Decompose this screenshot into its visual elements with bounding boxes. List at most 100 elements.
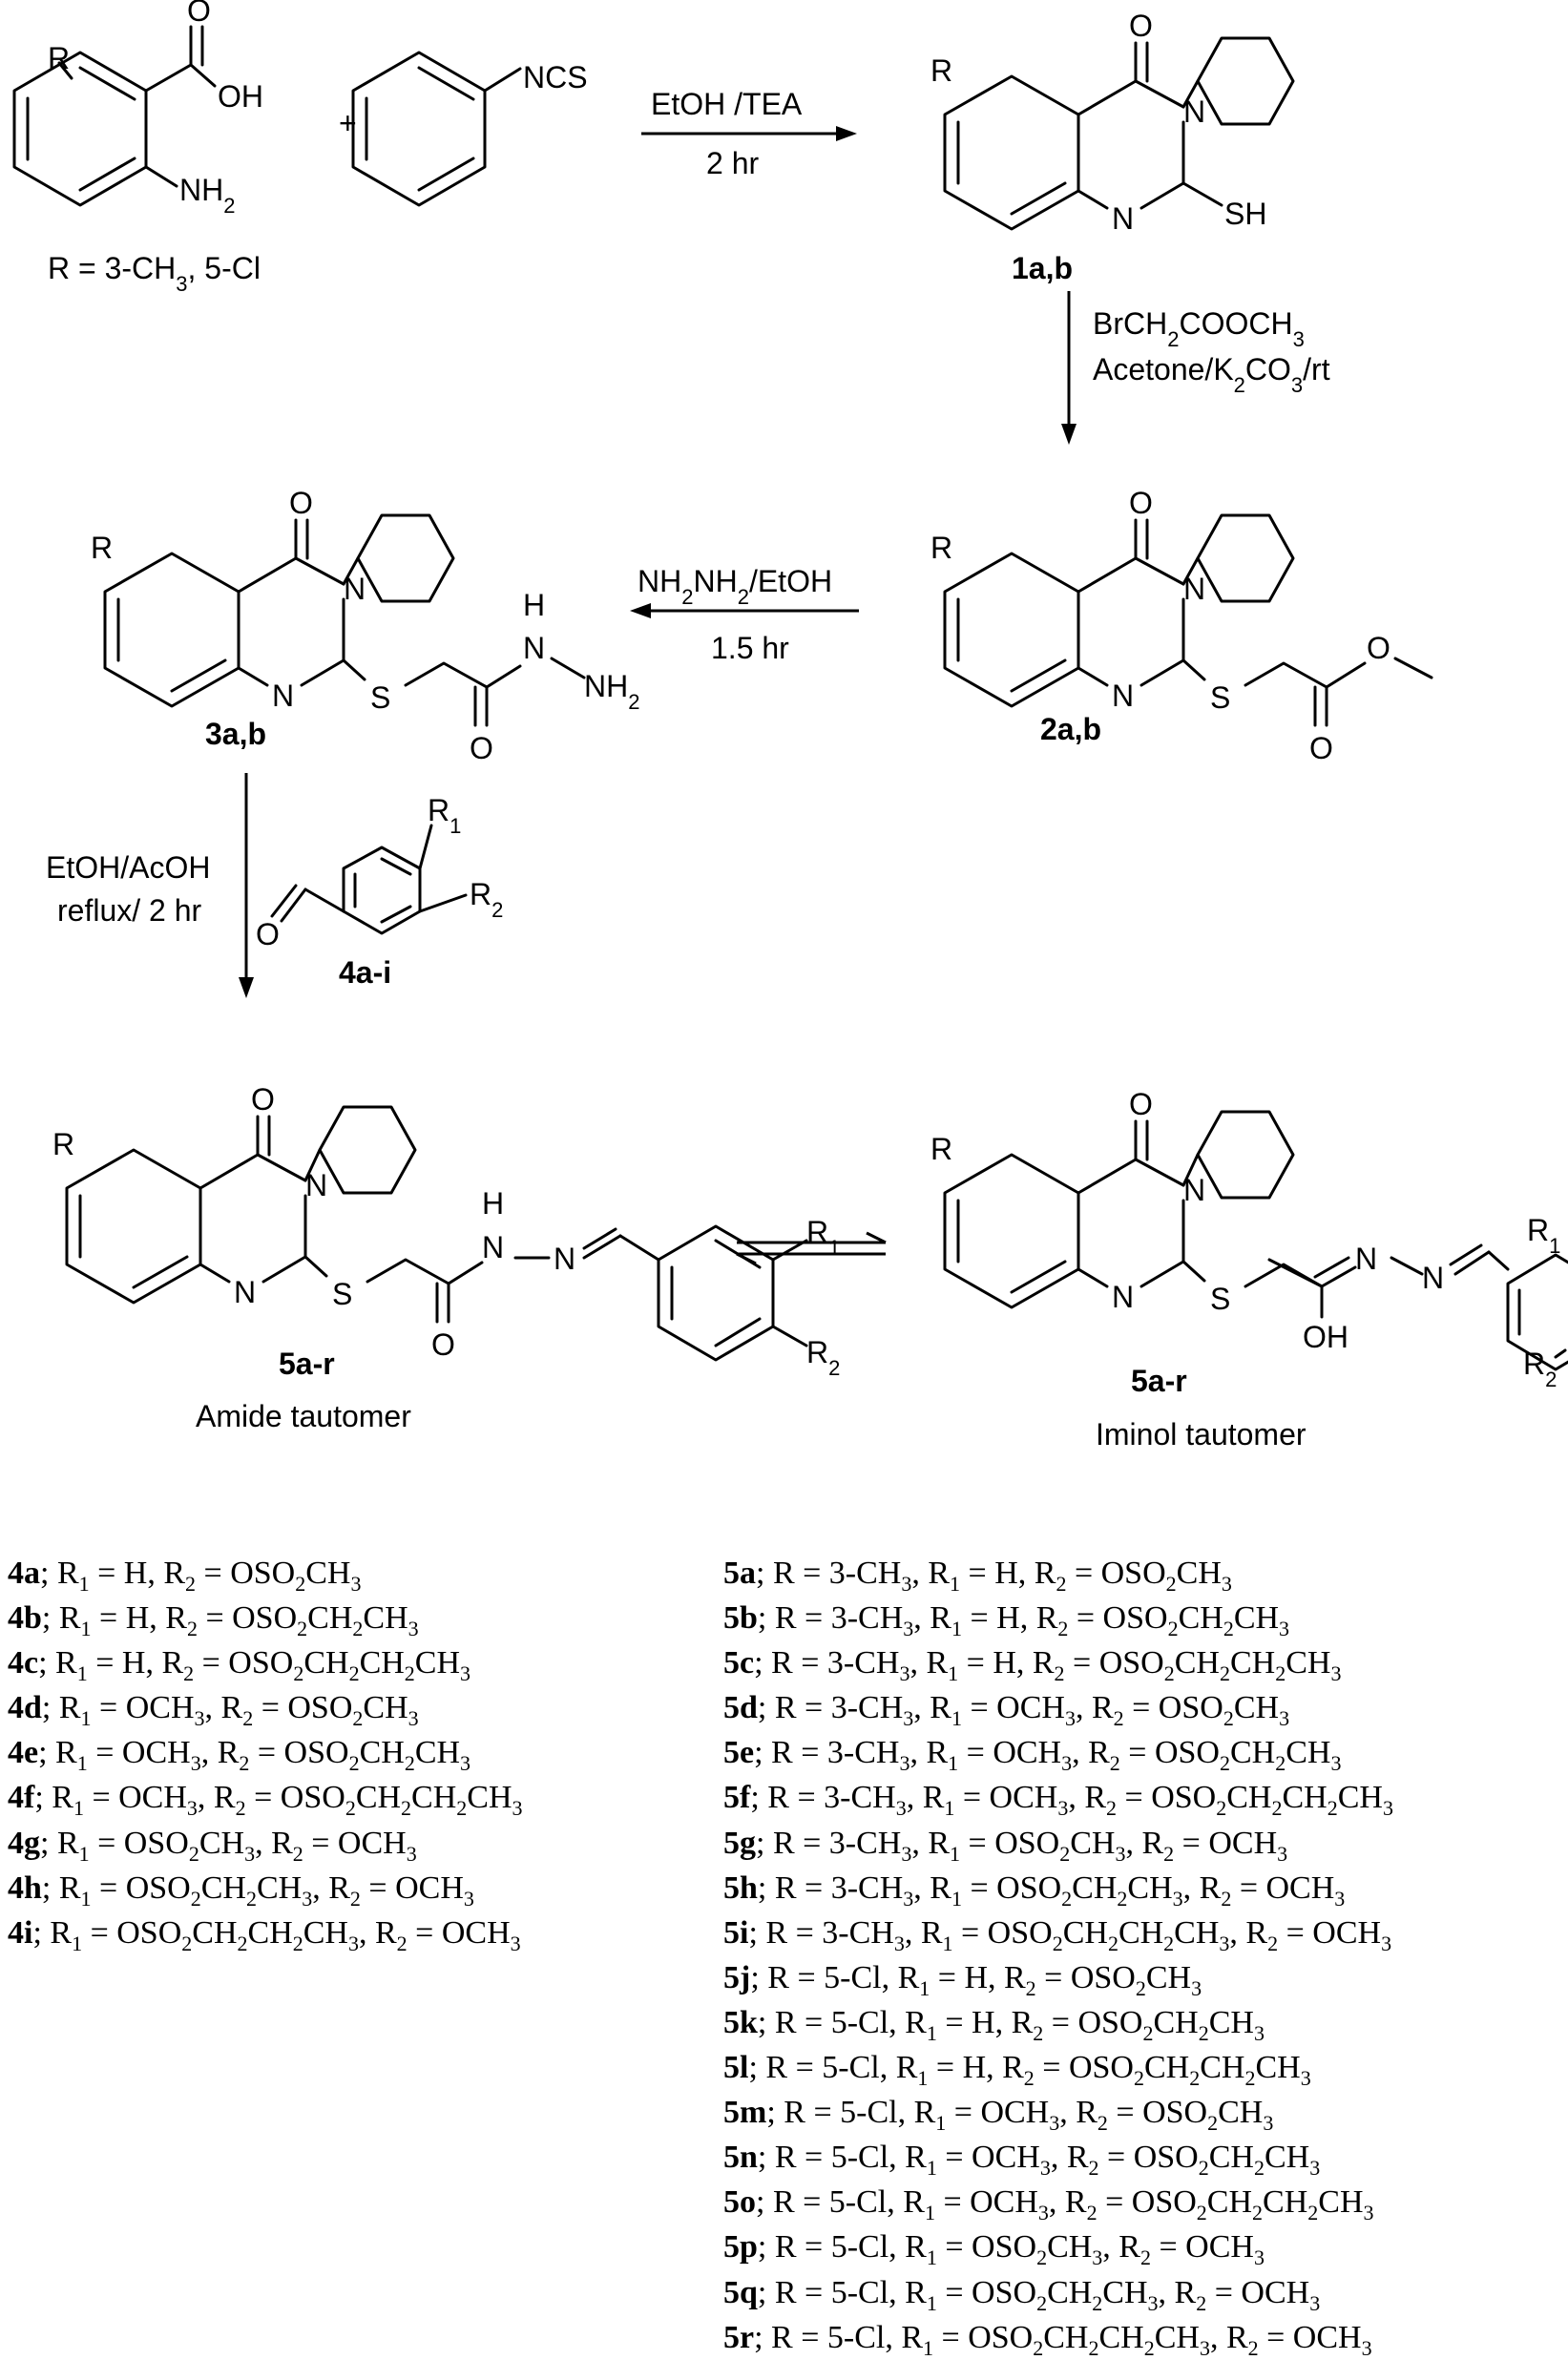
legend-row-5k: 5k; R = 5-Cl, R1 = H, R2 = OSO2CH2CH3 — [723, 2000, 1393, 2045]
legend-compound-id: 5m — [723, 2095, 767, 2131]
legend-compound-id: 4b — [8, 1600, 42, 1637]
legend-row-5o: 5o; R = 5-Cl, R1 = OCH3, R2 = OSO2CH2CH2… — [723, 2180, 1393, 2224]
legend-substituents: ; R1 = OCH3, R2 = OSO2CH3 — [41, 1690, 419, 1731]
compound5a-h-label: H — [482, 1186, 504, 1221]
legend-compound-id: 5c — [723, 1645, 755, 1681]
compound3-o-label: O — [289, 486, 313, 520]
legend-row-5n: 5n; R = 5-Cl, R1 = OCH3, R2 = OSO2CH2CH3 — [723, 2135, 1393, 2180]
phenyl-isothiocyanate-structure: NCS — [351, 51, 588, 207]
legend-row-5b: 5b; R = 3-CH3, R1 = H, R2 = OSO2CH2CH3 — [723, 1596, 1393, 1640]
legend-row-4e: 4e; R1 = OCH3, R2 = OSO2CH2CH3 — [8, 1730, 523, 1775]
legend-substituents: ; R = 3-CH3, R1 = H, R2 = OSO2CH3 — [756, 1556, 1232, 1596]
step3-reagent: NH2NH2/EtOH — [638, 564, 832, 609]
compound3-n3-label: N — [344, 572, 366, 606]
step3-time: 1.5 hr — [711, 631, 789, 665]
legend-compound-id: 4d — [8, 1690, 42, 1726]
legend-substituents: ; R = 5-Cl, R1 = OCH3, R2 = OSO2CH2CH3 — [757, 2140, 1321, 2181]
step2-arrow: BrCH2COOCH3 Acetone/K2CO3/rt — [1061, 291, 1330, 445]
hydroxyl-label: OH — [218, 79, 263, 114]
legend-row-4c: 4c; R1 = H, R2 = OSO2CH2CH2CH3 — [8, 1640, 523, 1685]
compound5i-r-label: R — [930, 1132, 952, 1166]
r-substituent-label: R — [48, 41, 70, 75]
compound2-n1-label: N — [1112, 679, 1134, 713]
compound1-r-label: R — [930, 53, 952, 88]
compound5a-caption: Amide tautomer — [196, 1399, 411, 1433]
legend-row-4h: 4h; R1 = OSO2CH2CH3, R2 = OCH3 — [8, 1866, 523, 1911]
legend-row-5h: 5h; R = 3-CH3, R1 = OSO2CH2CH3, R2 = OCH… — [723, 1866, 1393, 1911]
compound3-nh-label: N — [523, 631, 545, 665]
legend-compound-id: 5f — [723, 1780, 751, 1816]
compound5i-n3-label: N — [1183, 1173, 1205, 1207]
compound1-o-label: O — [1129, 9, 1153, 43]
legend-row-4d: 4d; R1 = OCH3, R2 = OSO2CH3 — [8, 1685, 523, 1730]
compound5a-o-label: O — [251, 1082, 275, 1117]
compound5i-s-label: S — [1210, 1282, 1230, 1316]
legend-substituents: ; R = 5-Cl, R1 = OSO2CH2CH2CH3, R2 = OCH… — [754, 2319, 1372, 2360]
legend-compound-id: 4f — [8, 1780, 35, 1816]
compound3-n1-label: N — [272, 679, 294, 713]
legend-row-4b: 4b; R1 = H, R2 = OSO2CH2CH3 — [8, 1596, 523, 1640]
compound5i-caption: Iminol tautomer — [1096, 1417, 1307, 1452]
legend-compound-id: 5h — [723, 1869, 758, 1906]
compound5i-r1-label: R1 — [1527, 1213, 1560, 1258]
compound2-ester-o-label: O — [1367, 631, 1390, 665]
legend-row-5e: 5e; R = 3-CH3, R1 = OCH3, R2 = OSO2CH2CH… — [723, 1730, 1393, 1775]
legend-substituents: ; R = 5-Cl, R1 = OCH3, R2 = OSO2CH2CH2CH… — [756, 2184, 1374, 2225]
legend-substituents: ; R1 = OSO2CH2CH2CH3, R2 = OCH3 — [32, 1914, 521, 1955]
legend-substituents: ; R1 = OCH3, R2 = OSO2CH2CH3 — [38, 1735, 471, 1776]
legend-substituents: ; R = 3-CH3, R1 = H, R2 = OSO2CH2CH3 — [757, 1600, 1290, 1640]
compound5a-imine-n-label: N — [554, 1242, 575, 1276]
legend-compound-id: 5g — [723, 1825, 756, 1861]
legend-substituents: ; R = 5-Cl, R1 = OSO2CH3, R2 = OCH3 — [757, 2229, 1265, 2270]
step4-arrow: EtOH/AcOH reflux/ 2 hr — [46, 773, 254, 998]
legend-compound-id: 5e — [723, 1735, 755, 1771]
compound3-r-label: R — [91, 531, 113, 565]
step4-conditions: reflux/ 2 hr — [57, 893, 202, 928]
compound3-s-label: S — [370, 680, 390, 715]
compound5a-r-label: R — [52, 1127, 74, 1161]
step1-arrow: EtOH /TEA 2 hr — [641, 87, 857, 180]
legend-substituents: ; R = 3-CH3, R1 = OSO2CH2CH2CH3, R2 = OC… — [748, 1914, 1392, 1955]
compound2-o-label: O — [1129, 486, 1153, 520]
legend-substituents: ; R1 = H, R2 = OSO2CH3 — [40, 1556, 362, 1596]
compound1-id: 1a,b — [1012, 251, 1073, 285]
legend-compound-id: 4i — [8, 1914, 33, 1951]
step3-arrow: NH2NH2/EtOH 1.5 hr — [630, 564, 859, 665]
compound-1-structure: O N N SH R 1a,b — [930, 9, 1295, 285]
step2-reagent: BrCH2COOCH3 — [1093, 306, 1305, 351]
legend-substituents: ; R1 = OCH3, R2 = OSO2CH2CH2CH3 — [34, 1780, 523, 1821]
legend-compound-id: 5j — [723, 1959, 751, 1995]
compound5i-n-b-label: N — [1422, 1261, 1444, 1295]
legend-compound-id: 5q — [723, 2274, 758, 2310]
step4-solvent: EtOH/AcOH — [46, 850, 210, 885]
legend-row-4i: 4i; R1 = OSO2CH2CH2CH3, R2 = OCH3 — [8, 1911, 523, 1955]
legend-compound-id: 5k — [723, 2004, 758, 2040]
legend-row-5r: 5r; R = 5-Cl, R1 = OSO2CH2CH2CH3, R2 = O… — [723, 2315, 1393, 2360]
legend-substituents: ; R = 3-CH3, R1 = OSO2CH3, R2 = OCH3 — [756, 1825, 1288, 1866]
legend-row-5l: 5l; R = 5-Cl, R1 = H, R2 = OSO2CH2CH2CH3 — [723, 2045, 1393, 2090]
legend-substituents: ; R1 = OSO2CH2CH3, R2 = OCH3 — [41, 1869, 474, 1911]
legend-substituents: ; R1 = H, R2 = OSO2CH2CH3 — [41, 1600, 419, 1640]
compound3-id: 3a,b — [205, 717, 266, 751]
r-definition: R = 3-CH3, 5-Cl — [48, 251, 261, 296]
legend-substituents: ; R = 3-CH3, R1 = OCH3, R2 = OSO2CH2CH3 — [754, 1735, 1342, 1776]
compound4-r2-label: R2 — [470, 877, 503, 922]
carbonyl-o-label: O — [187, 0, 211, 28]
compound-5-iminol-structure: O N N S N N OH R1 R2 R 5a-r Iminol tauto… — [930, 1087, 1568, 1452]
legend-substituents: ; R = 5-Cl, R1 = OSO2CH2CH3, R2 = OCH3 — [757, 2274, 1321, 2315]
compound2-s-label: S — [1210, 680, 1230, 715]
legend-substituents: ; R = 3-CH3, R1 = OCH3, R2 = OSO2CH2CH2C… — [750, 1780, 1393, 1821]
compound3-nh2-label: NH2 — [584, 669, 639, 714]
amine-label: NH2 — [179, 173, 235, 218]
legend-row-5q: 5q; R = 5-Cl, R1 = OSO2CH2CH3, R2 = OCH3 — [723, 2270, 1393, 2315]
anthranilic-acid-structure: R O OH NH2 — [12, 0, 263, 218]
compound-4-structure: R1 R2 O 4a-i — [256, 793, 503, 990]
compound2-carbonyl-o-label: O — [1309, 731, 1333, 765]
legend-compound-id: 5i — [723, 1914, 749, 1951]
legend-row-4g: 4g; R1 = OSO2CH3, R2 = OCH3 — [8, 1821, 523, 1866]
legend-compound-id: 5n — [723, 2140, 758, 2176]
legend-row-5c: 5c; R = 3-CH3, R1 = H, R2 = OSO2CH2CH2CH… — [723, 1640, 1393, 1685]
legend-compound-id: 4a — [8, 1556, 40, 1591]
